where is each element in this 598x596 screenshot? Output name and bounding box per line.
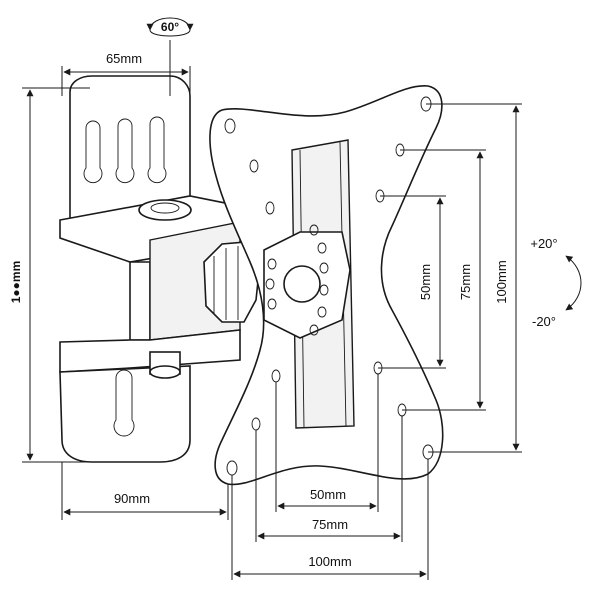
vesa-h-50-label: 50mm xyxy=(310,487,346,502)
wall-plate-width-label: 65mm xyxy=(106,51,142,66)
vesa-h-100-label: 100mm xyxy=(308,554,351,569)
vesa-hole xyxy=(265,201,275,215)
keyhole-slot xyxy=(147,116,167,184)
tilt-hole xyxy=(319,284,329,296)
vesa-v-100-label: 100mm xyxy=(494,260,509,303)
tilt-hole xyxy=(317,242,327,254)
dim-vesa-vertical-75: 75mm xyxy=(400,149,486,411)
keyhole-slot xyxy=(115,118,135,184)
tilt-hole xyxy=(319,262,329,274)
dim-arm-depth: 90mm xyxy=(61,462,229,520)
dim-vesa-vertical-50: 50mm xyxy=(378,195,446,369)
rotation-indicator: 60° xyxy=(146,17,194,96)
vesa-plate xyxy=(209,85,444,486)
tilt-down-label: -20° xyxy=(532,314,556,329)
wall-plate-height-label: 1●●mm xyxy=(9,261,23,304)
keyhole-slot xyxy=(83,120,103,184)
wall-plate xyxy=(59,75,261,463)
vesa-h-75-label: 75mm xyxy=(312,517,348,532)
vesa-hole xyxy=(224,118,236,134)
tilt-hole xyxy=(309,324,319,336)
tilt-hole xyxy=(267,298,277,310)
vesa-v-75-label: 75mm xyxy=(458,264,473,300)
dim-vesa-horizontal-50: 50mm xyxy=(275,374,379,512)
tilt-indicator: +20° -20° xyxy=(530,236,582,329)
rotation-label: 60° xyxy=(161,20,179,34)
tilt-hole xyxy=(309,224,319,236)
keyhole-slot xyxy=(113,369,135,437)
tilt-hole xyxy=(265,278,275,290)
dim-wall-plate-height: 1●●mm xyxy=(9,87,90,463)
dim-vesa-vertical-100: 100mm xyxy=(426,103,522,453)
vesa-hole xyxy=(249,159,259,173)
vesa-v-50-label: 50mm xyxy=(418,264,433,300)
dim-vesa-horizontal-75: 75mm xyxy=(255,416,403,542)
tilt-up-label: +20° xyxy=(530,236,557,251)
arm-depth-label: 90mm xyxy=(114,491,150,506)
dim-wall-plate-width: 65mm xyxy=(61,51,191,96)
tilt-hole xyxy=(317,306,327,318)
dim-vesa-horizontal-100: 100mm xyxy=(231,459,429,580)
tilt-hole xyxy=(267,258,277,270)
